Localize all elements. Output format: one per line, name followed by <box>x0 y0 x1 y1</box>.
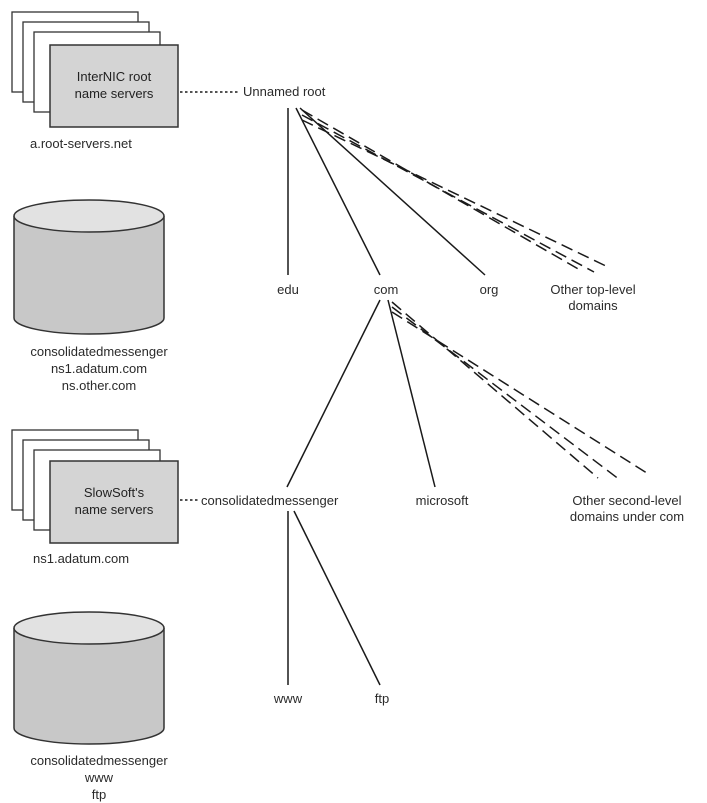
database-1-line-2: ns1.adatum.com <box>50 361 148 376</box>
tld-edu-label: edu <box>277 282 299 297</box>
database-2-caption: consolidatedmessenger www ftp <box>4 752 194 803</box>
database-cylinder-1 <box>13 199 165 335</box>
slowsoft-server-caption: ns1.adatum.com <box>33 551 130 566</box>
root-server-caption: a.root-servers.net <box>30 136 132 151</box>
database-1-line-3: ns.other.com <box>61 378 137 393</box>
root-server-box <box>49 44 179 128</box>
root-server-box-line-1: InterNIC root <box>76 69 152 84</box>
tld-other-line-2: domains <box>568 298 618 313</box>
root-node-label: Unnamed root <box>243 84 326 99</box>
root-branches <box>287 107 609 276</box>
root-server-box-label: InterNIC root name servers <box>50 68 178 102</box>
database-2-line-1: consolidatedmessenger <box>30 753 168 768</box>
host-www-label: www <box>273 691 303 706</box>
database-2-line-2: www <box>84 770 114 785</box>
sld-microsoft-label: microsoft <box>415 493 469 508</box>
root-server-stack <box>11 11 179 128</box>
root-server-box-line-2: name servers <box>74 86 154 101</box>
slowsoft-server-box-label: SlowSoft's name servers <box>50 484 178 518</box>
slowsoft-server-box <box>49 460 179 544</box>
host-branches <box>287 510 381 686</box>
tld-other-label: Other top-level domains <box>550 282 635 314</box>
tld-org-label: org <box>479 282 499 297</box>
host-ftp-label: ftp <box>374 691 390 706</box>
database-1-caption: consolidatedmessenger ns1.adatum.com ns.… <box>4 343 194 394</box>
slowsoft-server-box-line-2: name servers <box>74 502 154 517</box>
database-1-line-1: consolidatedmessenger <box>30 344 168 359</box>
slowsoft-server-stack <box>11 429 179 544</box>
com-branches <box>286 299 651 488</box>
tld-other-line-1: Other top-level <box>550 282 636 297</box>
slowsoft-server-box-line-1: SlowSoft's <box>83 485 145 500</box>
database-cylinder-2 <box>13 611 165 745</box>
sld-other-label: Other second-level domains under com <box>570 493 684 525</box>
sld-consolidatedmessenger-label: consolidatedmessenger <box>201 493 339 508</box>
database-2-line-3: ftp <box>91 787 107 802</box>
sld-other-line-2: domains under com <box>569 509 685 524</box>
tld-com-label: com <box>373 282 399 297</box>
sld-other-line-1: Other second-level <box>572 493 682 508</box>
